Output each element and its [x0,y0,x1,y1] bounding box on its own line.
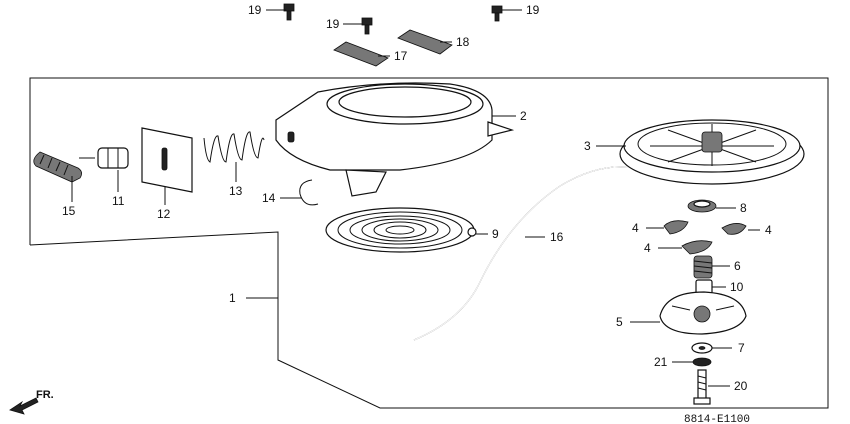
callout-13: 13 [229,184,243,198]
plate-12 [141,127,193,193]
callout-19-left: 19 [248,3,262,17]
callout-4-right: 4 [765,223,772,237]
callout-1: 1 [229,291,236,305]
callout-14: 14 [262,191,276,205]
callout-21: 21 [654,355,668,369]
direction-label: FR. [36,389,54,401]
label-plate-18 [397,29,453,55]
callout-4-left: 4 [632,221,639,235]
reel-3 [619,119,805,185]
diagram-code: 8814-E1100 [684,414,750,424]
callout-18: 18 [456,35,470,49]
ratchet-4-left [663,220,689,235]
spring-8 [687,199,717,213]
callout-5: 5 [616,315,623,329]
starter-rope-16 [413,166,637,341]
ratchet-guide-5 [659,291,747,335]
grip-15 [33,151,95,183]
callout-8: 8 [740,201,747,215]
leader-lines [71,9,760,387]
callout-9: 9 [492,227,499,241]
ratchet-4-middle [681,240,713,255]
bolt-19-right [491,5,503,22]
spring-13 [203,131,265,163]
callout-2: 2 [520,109,527,123]
callout-20: 20 [734,379,748,393]
bolt-20 [693,369,711,405]
callout-7: 7 [738,341,745,355]
grip-insert-11 [97,147,129,169]
front-direction-arrow-icon [9,397,39,415]
callout-4-middle: 4 [644,241,651,255]
callout-19-right: 19 [526,3,540,17]
bolt-19-middle [361,17,373,35]
spiral-spring-9 [325,207,477,253]
callout-3: 3 [584,139,591,153]
label-plate-17 [333,41,389,67]
callout-15: 15 [62,204,76,218]
callout-16: 16 [550,230,564,244]
callout-11: 11 [112,194,125,208]
callout-17: 17 [394,49,408,63]
washer-14 [299,179,319,206]
friction-spring-6 [693,255,713,279]
washer-7 [691,342,713,354]
starter-case-2 [275,82,515,197]
callout-19-middle: 19 [326,17,340,31]
assembly-outline [29,77,829,409]
callout-12: 12 [157,207,171,221]
ratchet-4-right [721,223,747,235]
callout-6: 6 [734,259,741,273]
callout-10: 10 [730,280,744,294]
lock-washer-21 [692,357,712,367]
bolt-19-left [283,3,295,21]
